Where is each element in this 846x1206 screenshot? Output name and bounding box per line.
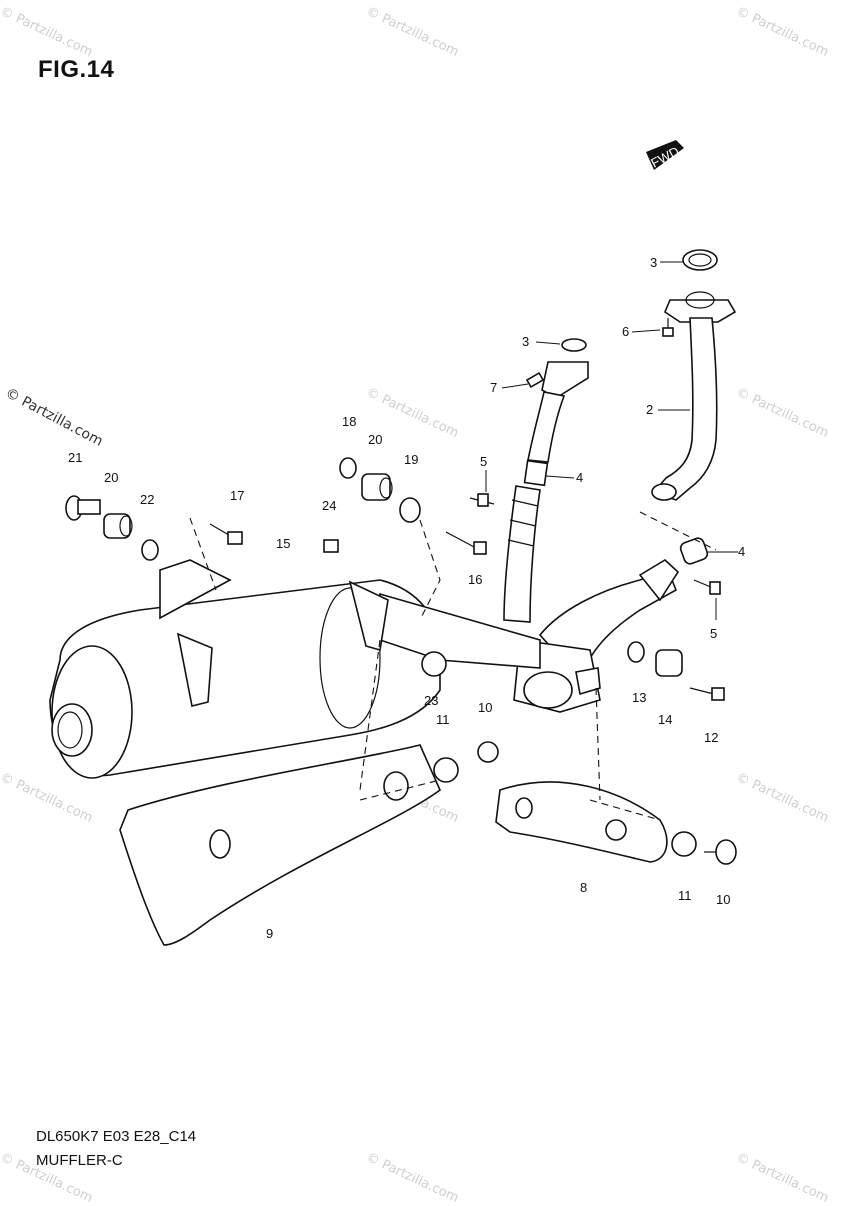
callout-23: 23	[424, 693, 438, 708]
sleeve-4	[679, 537, 709, 565]
callout-24: 24	[322, 498, 336, 513]
gasket-ring	[682, 249, 718, 271]
heat-shield-8-hole	[605, 819, 627, 841]
callout-20: 20	[368, 432, 382, 447]
bolt-10-right	[704, 839, 737, 865]
collar-11-mid	[433, 757, 459, 783]
callout-21: 21	[68, 450, 82, 465]
heat-shield-8	[495, 781, 668, 863]
collar-11-right	[671, 831, 697, 857]
assembly-line	[359, 639, 381, 791]
bolt-7	[525, 371, 545, 389]
washer-22	[141, 539, 159, 561]
figure-title: FIG.14	[38, 56, 115, 83]
callout-4: 4	[738, 544, 745, 559]
callout-11: 11	[678, 888, 692, 903]
callout-10: 10	[478, 700, 492, 715]
fwd-label: FWD	[648, 143, 681, 170]
collar-13	[627, 641, 645, 663]
bolt-6	[662, 318, 674, 337]
collar-19	[399, 497, 421, 523]
exhaust-chamber	[513, 559, 680, 713]
washer-18	[339, 457, 357, 479]
callout-9: 9	[266, 926, 273, 941]
bolt-5-left	[469, 493, 495, 507]
callout-12: 12	[704, 730, 718, 745]
callout-7: 7	[490, 380, 497, 395]
callout-19: 19	[404, 452, 418, 467]
callout-11: 11	[436, 712, 450, 727]
bolt-10-mid	[477, 741, 499, 763]
washer-23	[421, 651, 447, 677]
callout-6: 6	[622, 324, 629, 339]
rubber-mount-20-left	[103, 513, 133, 539]
assembly-line	[419, 519, 441, 621]
assembly-line	[595, 687, 601, 801]
callout-8: 8	[580, 880, 587, 895]
callout-18: 18	[342, 414, 356, 429]
diagram-code: DL650K7 E03 E28_C14	[36, 1128, 197, 1145]
callout-20: 20	[104, 470, 118, 485]
heat-shield-8-hole	[515, 797, 533, 819]
callout-2: 2	[646, 402, 653, 417]
bolt-12	[689, 687, 725, 701]
callout-10: 10	[716, 892, 730, 907]
heat-shield-9-hole	[209, 829, 231, 859]
bolt-17	[209, 523, 243, 545]
exhaust-pipe-right	[651, 291, 737, 501]
callout-4: 4	[576, 470, 583, 485]
callout-16: 16	[468, 572, 482, 587]
callout-5: 5	[710, 626, 717, 641]
bolt-16	[445, 531, 487, 555]
muffler-body	[49, 559, 541, 779]
nut-24	[323, 539, 339, 553]
assembly-line	[189, 517, 217, 591]
rubber-mount-20-right	[361, 473, 393, 501]
heat-shield-9-hole	[383, 771, 409, 801]
gasket-ring-inner	[688, 253, 712, 267]
bolt-5-right	[693, 579, 721, 595]
callout-13: 13	[632, 690, 646, 705]
callout-5: 5	[480, 454, 487, 469]
callout-17: 17	[230, 488, 244, 503]
assembly-line	[589, 799, 661, 821]
fwd-arrow-icon: FWD	[646, 140, 684, 171]
callout-14: 14	[658, 712, 672, 727]
rubber-mount-14	[655, 649, 683, 677]
exhaust-pipe-left	[503, 338, 589, 623]
assembly-line	[359, 779, 441, 801]
callout-3: 3	[522, 334, 529, 349]
bolt-21	[65, 495, 101, 521]
callout-15: 15	[276, 536, 290, 551]
callout-3: 3	[650, 255, 657, 270]
heat-shield-9	[119, 744, 441, 946]
diagram-name: MUFFLER-C	[36, 1152, 123, 1169]
callout-22: 22	[140, 492, 154, 507]
assembly-line	[639, 511, 717, 551]
